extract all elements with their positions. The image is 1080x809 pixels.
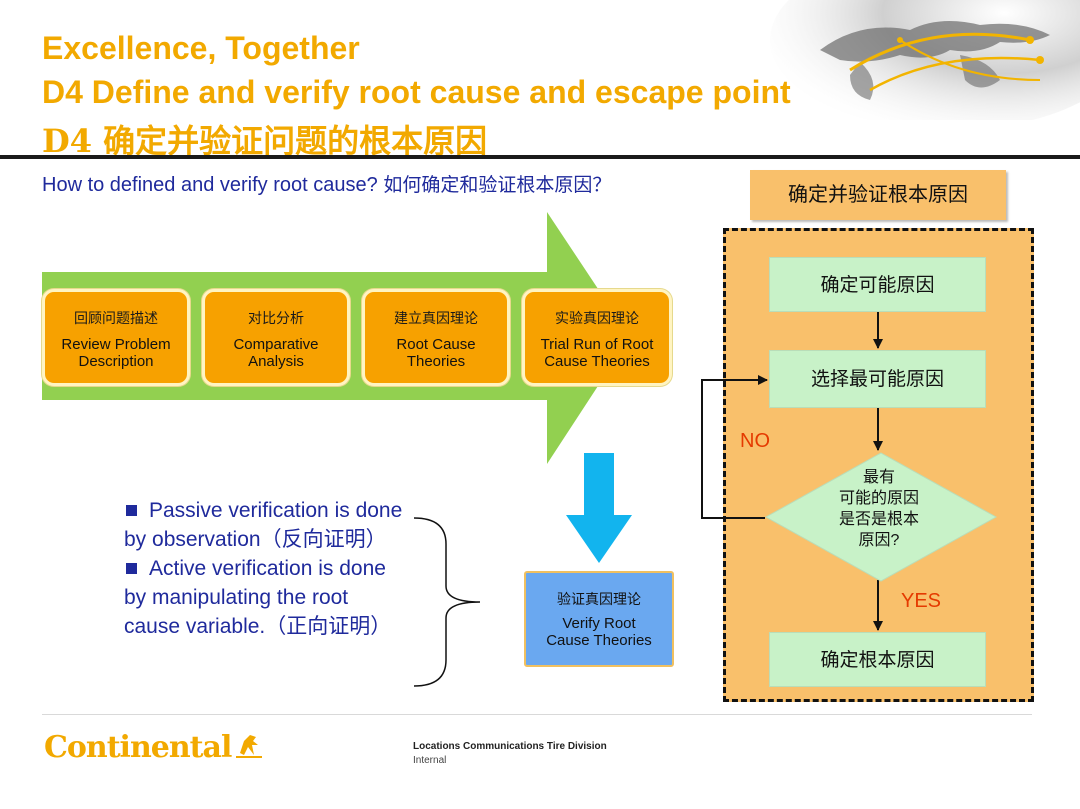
question-en: How to defined and verify root cause? (42, 174, 378, 196)
title-line-3: D4 确定并验证问题的根本原因 (42, 122, 488, 160)
square-bullet-icon (126, 505, 137, 516)
no-label: NO (740, 430, 770, 452)
verification-bullets: Passive verification is done by observat… (124, 496, 409, 641)
yes-label: YES (901, 590, 942, 612)
flow-step-root-cause: 确定根本原因 (769, 632, 986, 687)
title-line-1: Excellence, Together (42, 30, 360, 66)
footer-division: Locations Communications Tire Division (413, 741, 607, 752)
flowchart-header: 确定并验证根本原因 (750, 170, 1006, 220)
step-label-zh: 建立真因理论 (394, 311, 478, 327)
brace-icon (413, 517, 481, 687)
down-arrow (566, 453, 632, 563)
title-line-2: D4 Define and verify root cause and esca… (42, 74, 791, 110)
flow-step-select-most-likely: 选择最可能原因 (769, 350, 986, 408)
footer-classification: Internal (413, 755, 447, 766)
question-zh: 如何确定和验证根本原因？ (383, 174, 612, 196)
step-label-zh: 回顾问题描述 (74, 311, 158, 327)
flow-step-possible-causes: 确定可能原因 (769, 257, 986, 312)
question-text: How to defined and verify root cause? 如何… (42, 170, 611, 197)
step-label-zh: 对比分析 (248, 311, 304, 327)
bullet-passive: Passive verification is done by observat… (124, 499, 403, 551)
verify-label-zh: 验证真因理论 (557, 592, 641, 608)
decision-diamond (764, 452, 998, 582)
footer-divider (42, 714, 1032, 715)
bullet-active: Active verification is done by manipulat… (124, 557, 392, 638)
decision-text: 最有 可能的原因 是否是根本 原因? (838, 469, 919, 549)
square-bullet-icon (126, 563, 137, 574)
step-label-zh: 实验真因理论 (555, 311, 639, 327)
continental-logo: Continental (44, 730, 262, 765)
horse-icon (235, 735, 262, 758)
world-map-graphic (770, 0, 1080, 120)
logo-text: Continental (44, 730, 232, 765)
title-divider (0, 155, 1080, 159)
flowchart-connectors (701, 312, 883, 631)
